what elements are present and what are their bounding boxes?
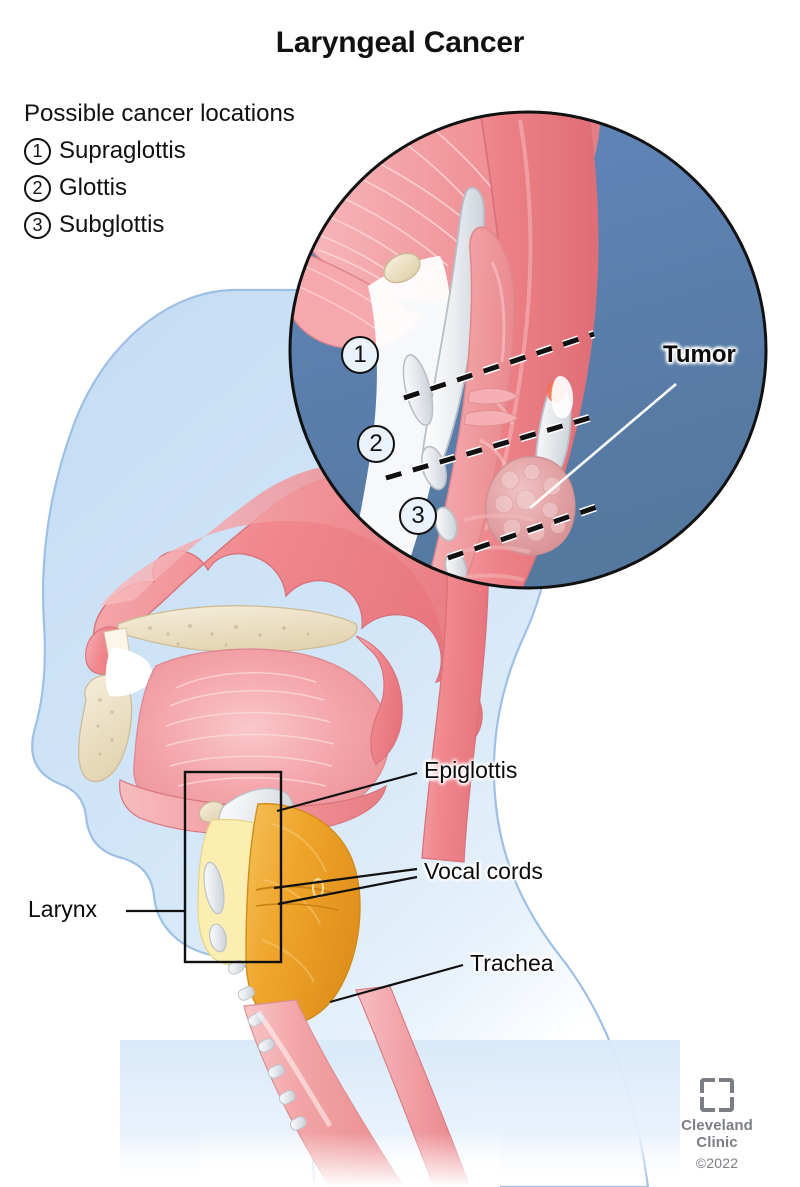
legend-label-subglottis: Subglottis [59, 211, 165, 239]
legend-possible-cancer-locations: Possible cancer locations 1 Supraglottis… [24, 100, 364, 239]
inset-marker-3-subglottis: 3 [399, 497, 437, 535]
inset-circle-border [288, 110, 768, 590]
legend-label-supraglottis: Supraglottis [59, 137, 186, 165]
label-vocal-cords: Vocal cords [424, 858, 543, 884]
inset-marker-2-glottis: 2 [357, 425, 395, 463]
legend-item-supraglottis: 1 Supraglottis [24, 137, 364, 165]
copyright-notice: ©2022 [695, 1155, 739, 1171]
label-trachea: Trachea [470, 950, 554, 976]
inset-marker-1-supraglottis: 1 [341, 336, 379, 374]
legend-number-3: 3 [24, 211, 51, 239]
anatomy-leader-lines [273, 771, 464, 1004]
brand-name-line-2: Clinic [696, 1134, 738, 1152]
legend-number-1: 1 [24, 137, 51, 165]
leader-epiglottis [276, 771, 418, 813]
legend-item-glottis: 2 Glottis [24, 174, 364, 202]
zone-divider-lines [384, 330, 602, 562]
label-epiglottis: Epiglottis [424, 757, 518, 783]
legend-heading: Possible cancer locations [24, 100, 295, 127]
larynx-callout-box [126, 770, 283, 964]
page-title: Laryngeal Cancer [275, 26, 525, 59]
label-tumor: Tumor [663, 341, 736, 368]
leader-trachea [329, 963, 464, 1004]
brand-name-line-1: Cleveland [681, 1117, 753, 1135]
legend-label-glottis: Glottis [59, 174, 128, 202]
divider-supraglottis-glottis [403, 331, 595, 401]
leader-vocal-cords-lower [277, 875, 418, 906]
inset-marker-2-label: 2 [369, 430, 383, 457]
cleveland-clinic-logo: Cleveland Clinic ©2022 [658, 1078, 776, 1171]
divider-glottis-subglottis [385, 413, 597, 481]
legend-number-2: 2 [24, 174, 51, 202]
leader-vocal-cords-upper [273, 867, 418, 890]
inset-marker-3-label: 3 [411, 502, 425, 529]
label-larynx: Larynx [28, 896, 98, 922]
legend-item-subglottis: 3 Subglottis [24, 211, 364, 239]
tumor-mass [485, 455, 576, 556]
magnified-larynx-inset [288, 110, 768, 590]
cleveland-clinic-mark-icon [700, 1078, 734, 1113]
leader-tumor [529, 383, 677, 509]
inset-marker-1-label: 1 [353, 341, 367, 368]
